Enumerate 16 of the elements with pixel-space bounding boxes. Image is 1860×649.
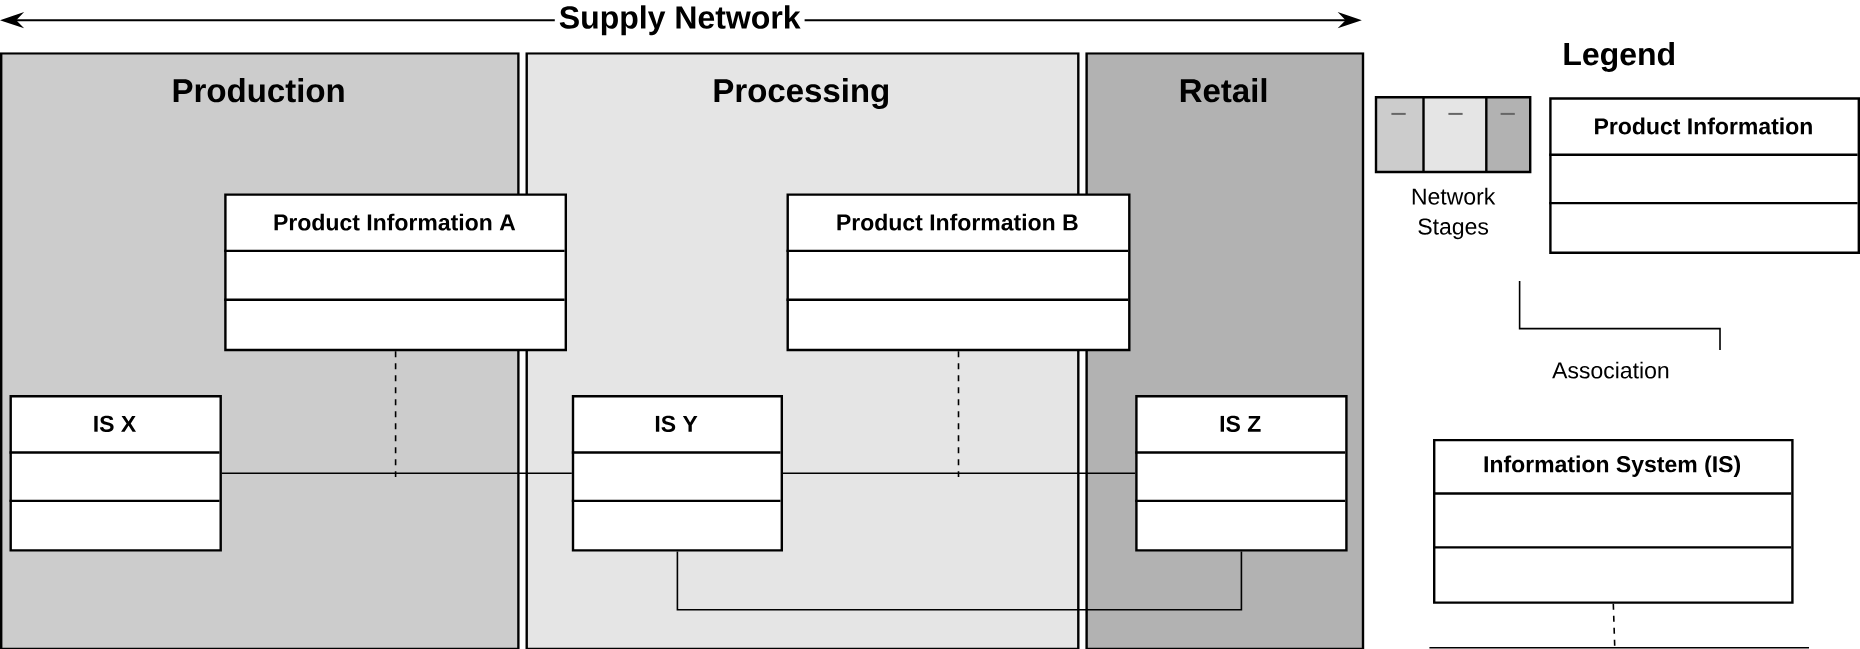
association-line [1612,603,1616,649]
class-box: Information System (IS) [1433,438,1794,604]
connector-line [221,472,573,475]
class-box: Product Information B [786,193,1131,352]
class-box: IS Z [1135,395,1348,552]
class-box: IS Y [571,395,783,552]
association-line [394,350,397,478]
connector-line [676,550,1243,611]
class-box: IS X [9,395,222,552]
class-box: Product Information [1549,97,1860,254]
legend-text: Association [1552,361,1669,379]
heading: Supply Network [554,1,805,40]
association-line [957,350,960,478]
class-box: Product Information A [224,193,567,352]
legend-text: Network Stages [1412,187,1496,240]
connector-line [782,472,1136,475]
